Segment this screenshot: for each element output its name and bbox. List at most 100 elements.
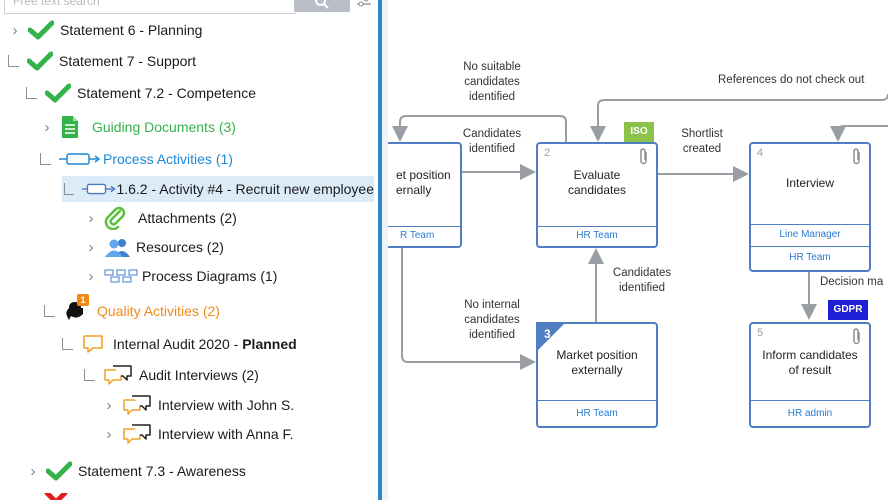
tree-item-guiding-documents[interactable]: › Guiding Documents (3) <box>40 114 236 140</box>
tree-item-label: Audit Interviews (2) <box>139 367 259 383</box>
check-icon <box>45 83 71 103</box>
check-icon <box>28 20 54 40</box>
tree-item-statement-6[interactable]: › Statement 6 - Planning <box>8 17 202 43</box>
chevron-right-icon[interactable]: › <box>88 238 94 256</box>
tree-item-statement-7-2[interactable]: Statement 7.2 - Competence <box>26 80 256 106</box>
splitter[interactable] <box>382 0 388 500</box>
tree-line <box>8 55 19 67</box>
notification-badge: 1 <box>77 294 89 306</box>
document-icon <box>62 116 78 138</box>
tree-item-label: Guiding Documents (3) <box>92 119 236 135</box>
node-number: 2 <box>544 147 551 159</box>
chevron-right-icon[interactable]: › <box>88 209 94 227</box>
tree-item-label: Interview with Anna F. <box>158 426 294 442</box>
node-role: HR Team <box>576 408 618 419</box>
node-number: 5 <box>757 327 764 339</box>
chevron-right-icon[interactable]: › <box>30 462 36 480</box>
tree-item-label: Statement 7.2 - Competence <box>77 85 256 101</box>
process-activity-icon <box>59 153 101 165</box>
interview-icon <box>123 424 151 444</box>
tree-panel: Free text search › Statement 6 - Plannin… <box>0 0 382 500</box>
process-diagram-icon <box>104 269 138 283</box>
chevron-right-icon[interactable]: › <box>44 118 50 136</box>
tree-item-label: Statement 6 - Planning <box>60 22 203 38</box>
process-node-interview[interactable]: 4 Interview Line Manager HR Team <box>749 142 871 272</box>
node-number: 3 <box>544 327 551 341</box>
tree-item-label: Attachments (2) <box>138 210 237 226</box>
paperclip-icon <box>853 148 860 165</box>
cross-icon <box>44 493 68 500</box>
tree-item-internal-audit[interactable]: Internal Audit 2020 - Planned <box>62 331 297 357</box>
node-role: HR Team <box>789 252 831 263</box>
tree-item-label: Resources (2) <box>136 239 224 255</box>
tree-item-label: Interview with John S. <box>158 397 295 413</box>
search-button[interactable] <box>294 0 350 12</box>
tree-item-interview-anna[interactable]: › Interview with Anna F. <box>102 421 293 447</box>
chevron-right-icon[interactable]: › <box>12 21 18 39</box>
node-role: R Team <box>400 230 435 241</box>
tree-line <box>44 305 55 317</box>
people-icon <box>105 239 130 257</box>
tree-line <box>84 369 95 381</box>
tree-item-label: Quality Activities (2) <box>97 303 220 319</box>
corner-marker <box>536 322 566 352</box>
node-number: 4 <box>757 147 764 159</box>
paperclip-icon <box>104 206 126 230</box>
tree-item-statement-7[interactable]: Statement 7 - Support <box>8 48 196 74</box>
search-placeholder: Free text search <box>13 0 100 8</box>
chevron-right-icon[interactable]: › <box>106 396 112 414</box>
filter-icon[interactable] <box>356 0 372 10</box>
connector-label: References do not check out <box>718 74 865 86</box>
diagram-connectors <box>392 93 888 370</box>
tree-item-process-activities[interactable]: Process Activities (1) <box>40 146 233 172</box>
search-input[interactable]: Free text search <box>4 0 296 14</box>
node-role: HR Team <box>576 230 618 241</box>
interview-icon <box>123 395 151 415</box>
tree-item-attachments[interactable]: › Attachments (2) <box>84 205 237 231</box>
status-text: Planned <box>242 336 297 352</box>
node-title: Interview <box>785 176 835 190</box>
tree-line <box>40 153 51 165</box>
check-icon <box>46 461 72 481</box>
tree-item-label: 1.6.2 - Activity #4 - Recruit new employ… <box>116 181 374 197</box>
check-icon <box>27 51 53 71</box>
status-separator: - <box>229 336 243 352</box>
tree-item-activity-selected[interactable]: 1.6.2 - Activity #4 - Recruit new employ… <box>62 176 374 202</box>
tree-item-label: Process Diagrams (1) <box>142 268 278 284</box>
tree-line <box>64 183 75 195</box>
search-icon <box>315 0 329 9</box>
tree-item-interview-john[interactable]: › Interview with John S. <box>102 392 294 418</box>
tree-item-label: Internal Audit 2020 <box>113 336 230 352</box>
tree-item-quality-activities[interactable]: 1 Quality Activities (2) <box>44 294 220 324</box>
tree-item-process-diagrams[interactable]: › Process Diagrams (1) <box>84 263 278 289</box>
tree-item-statement-7-3[interactable]: › Statement 7.3 - Awareness <box>26 458 246 484</box>
tree-item-label: Statement 7.3 - Awareness <box>78 463 246 479</box>
chevron-right-icon[interactable]: › <box>88 267 94 285</box>
process-activity-icon <box>82 183 116 195</box>
gdpr-badge: GDPR <box>828 300 868 320</box>
paperclip-icon <box>853 328 860 345</box>
tree-item-label: Statement 7 - Support <box>59 53 196 69</box>
interviews-icon <box>104 365 132 385</box>
tree-line <box>26 87 37 99</box>
tree-line <box>62 338 73 350</box>
iso-badge: ISO <box>624 122 654 142</box>
tree-item-resources[interactable]: › Resources (2) <box>84 234 224 260</box>
quality-icon: 1 <box>63 294 93 324</box>
tree-item-audit-interviews[interactable]: Audit Interviews (2) <box>84 362 259 388</box>
chevron-right-icon[interactable]: › <box>106 425 112 443</box>
node-role: HR admin <box>787 408 833 419</box>
